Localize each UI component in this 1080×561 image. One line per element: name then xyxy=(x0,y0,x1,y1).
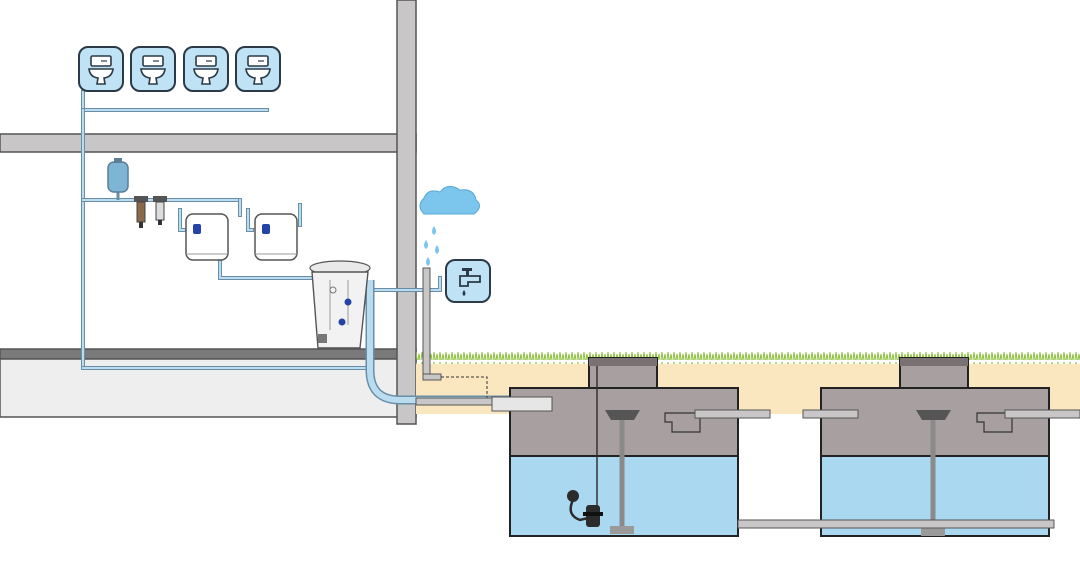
rainwater-tank-1 xyxy=(415,357,771,537)
toilet-icons xyxy=(78,46,281,92)
toilet-icon xyxy=(183,46,229,92)
raindrop-icon xyxy=(424,226,439,266)
control-tank-icon xyxy=(309,260,371,349)
outdoor-tap-icon xyxy=(445,259,491,303)
exterior-wall xyxy=(396,0,417,425)
grass-strip xyxy=(416,352,1080,364)
ground-floor-slab xyxy=(0,348,417,360)
water-filter-icon xyxy=(134,196,148,228)
tank-connector-pipe xyxy=(737,519,1055,529)
water-filter-icon xyxy=(153,196,167,225)
rain-cloud-icon xyxy=(419,186,480,215)
toilet-icon xyxy=(235,46,281,92)
float-switch-icon xyxy=(567,490,589,522)
pressure-tank-icon xyxy=(107,158,129,200)
toilet-icon xyxy=(78,46,124,92)
upper-floor-slab xyxy=(0,133,417,153)
booster-pump-unit-icon xyxy=(254,213,298,261)
toilet-icon xyxy=(130,46,176,92)
booster-pump-unit-icon xyxy=(185,213,229,261)
submersible-pump-icon xyxy=(583,505,603,527)
